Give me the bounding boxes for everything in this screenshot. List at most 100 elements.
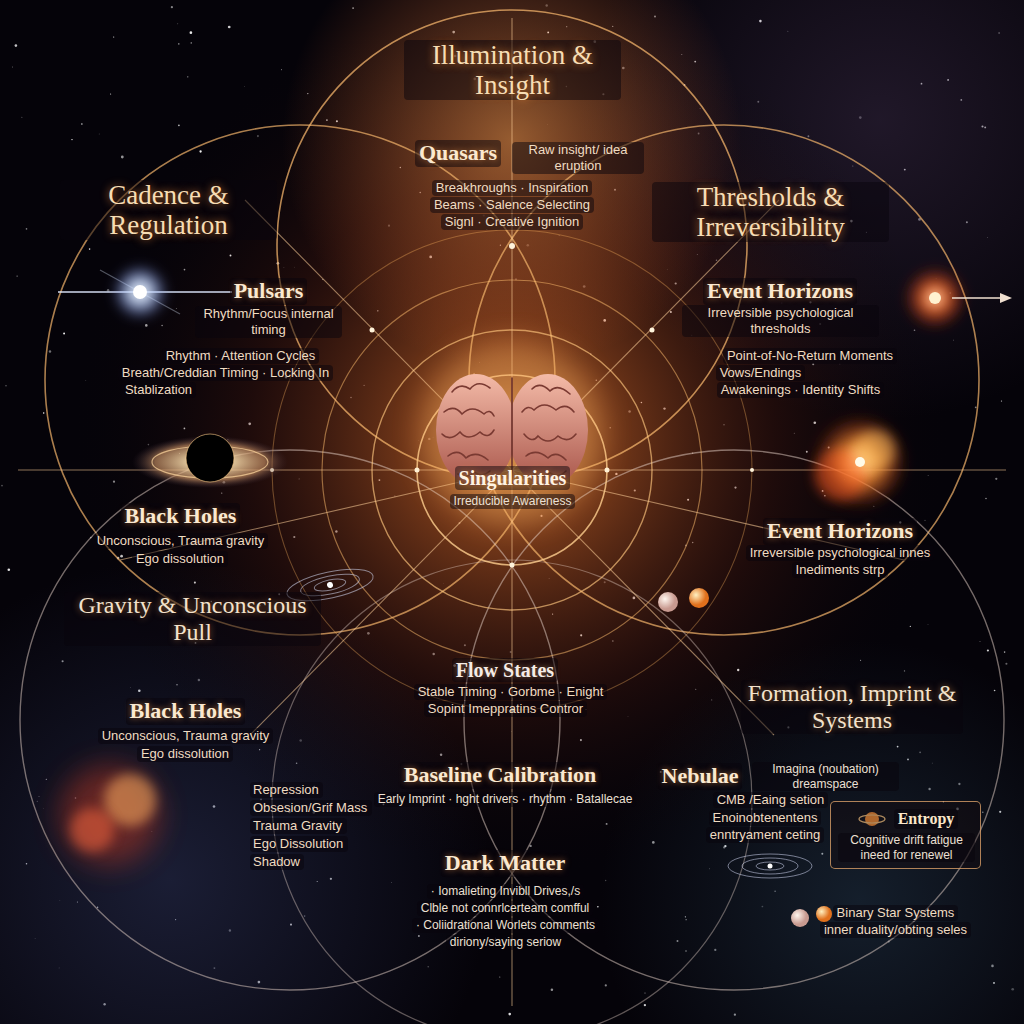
gyrus [532, 385, 570, 394]
subheading: Black Holes [121, 503, 240, 530]
star-sphere [791, 909, 809, 927]
red-star-core [929, 292, 941, 304]
black-hole-illustration [132, 434, 288, 488]
body-text: Irreversible psychological innes [746, 545, 934, 561]
core-heading: Singularities [455, 466, 570, 490]
pulsar-glow [112, 264, 168, 320]
body-text: Irreversible psychological thresholds [682, 305, 879, 337]
subheading: Event Horizons [763, 518, 917, 545]
spiral-galaxy [728, 854, 812, 878]
subheading: Quasars [415, 140, 501, 167]
star-sphere [816, 906, 832, 922]
body-text: · Iomalieting Invibll Drives,/s [427, 884, 584, 899]
body-text: Clble not connrlcerteam comfful [417, 901, 593, 916]
nebula-cloud [855, 430, 895, 470]
body-text: Binary Star Systems [833, 905, 958, 921]
region-group: Black HolesUnconscious, Trauma gravityEg… [89, 499, 272, 571]
sparkle [370, 328, 375, 333]
nebula-illustration [812, 414, 908, 510]
body-text: Breath/Creddian Timing · Locking In [118, 365, 333, 381]
region-group: Thresholds & IrreversibilityEvent Horizo… [648, 178, 901, 402]
region-group: EntropyCognitive drift fatigue ineed for… [654, 676, 975, 942]
binary-stars [658, 588, 709, 612]
brain-illustration [420, 340, 604, 524]
nebula-cloud [60, 765, 160, 865]
nebula-cloud [812, 414, 908, 510]
subheading: Black Holes [126, 698, 245, 725]
nebula-cloud [104, 774, 156, 826]
gyrus [442, 430, 494, 438]
region-heading: Cadence & Regulation [60, 180, 277, 240]
body-text: Imagina (noubation) dreamspace [752, 762, 899, 791]
sparkle [605, 468, 610, 473]
red-star-illustration [903, 266, 1012, 330]
subheading: Flow States [452, 658, 558, 682]
gyrus [448, 452, 488, 460]
radial-rays [18, 18, 1006, 1006]
body-text: Awakenings · Identity Shifts [717, 382, 884, 398]
body-text: Unconscious, Trauma gravity [98, 728, 273, 744]
body-text: Ego dissolution [137, 746, 233, 762]
gyrus [444, 408, 494, 416]
body-text: Repression [250, 782, 323, 798]
gyrus [524, 434, 576, 441]
box-heading: Entropy [894, 809, 958, 829]
region-heading: Formation, Imprint & Systems [741, 680, 963, 734]
star-beam [952, 297, 1004, 299]
body-text: Breakhroughs · Inspiration [432, 180, 592, 196]
subheading: Event Horizons [703, 278, 857, 305]
body-text: Unconscious, Trauma gravity [93, 533, 268, 549]
nebula-cloud [70, 808, 114, 852]
galaxy-core [326, 581, 333, 588]
pulsar-core [133, 285, 147, 299]
region-group: SingularitiesIrreducible Awareness [446, 462, 579, 513]
star-sphere [658, 592, 678, 612]
beam-head [1000, 293, 1012, 303]
body-text: diriony/saying seriow [446, 935, 565, 950]
body-text: Cognitive drift fatigue ineed for renewe… [838, 833, 975, 862]
body-text: Inediments strp [792, 562, 888, 578]
region-group: Cadence & RegulationPulsarsRhythm/Focus … [56, 176, 346, 402]
body-text: Beams · Salence Selecting [430, 197, 594, 213]
nebula-core [855, 457, 865, 467]
galaxy-arm [728, 854, 812, 878]
venn-circles [20, 10, 1004, 1024]
body-text: inner duality/obting seles [820, 922, 971, 938]
body-text: Point-of-No-Return Moments [723, 348, 897, 364]
star-sphere [689, 588, 709, 608]
body-text: · Coliidrational Worlets comments [412, 918, 599, 933]
galaxy-arm [313, 577, 346, 593]
body-text: Ego Dissolution [250, 836, 348, 852]
body-text: Raw insight/ idea eruption [512, 142, 644, 174]
sparkle [510, 563, 515, 568]
entropy-box: EntropyCognitive drift fatigue ineed for… [830, 801, 981, 869]
body-text: Stablization [121, 382, 196, 398]
body-text: Rhythm/Focus internal timing [195, 306, 342, 338]
body-text: Shadow [250, 854, 304, 870]
body-text: Ego dissolution [132, 551, 228, 567]
red-nebula [60, 765, 160, 865]
subheading: Pulsars [230, 278, 307, 305]
body-text: Vows/Endings [716, 365, 805, 381]
region-heading: Illumination & Insight [404, 40, 621, 100]
brain-glow [420, 340, 604, 524]
galaxy-arm [742, 858, 798, 874]
body-text: Obsesion/Grif Mass [250, 800, 372, 816]
region-group: Flow StatesStable Timing · Gorbme · Enig… [370, 654, 640, 954]
body-text: CMB /Eaing setion [713, 792, 828, 808]
region-heading: Gravity & Unconscious Pull [64, 592, 321, 646]
body-text: Signl · Creative Ignition [441, 214, 583, 230]
body-text: Trauma Gravity [250, 818, 347, 834]
body-text: Rhythm · Attention Cycles [162, 348, 319, 364]
event-core [186, 434, 234, 482]
gyrus [526, 452, 566, 460]
subheading: Dark Matter [441, 850, 569, 877]
body-text: Sopint Imeppratins Contror [424, 701, 587, 717]
sparkle [650, 328, 655, 333]
galaxy-core [768, 864, 773, 869]
body-text: enntryament ceting [706, 827, 824, 843]
sparkle [750, 468, 754, 472]
